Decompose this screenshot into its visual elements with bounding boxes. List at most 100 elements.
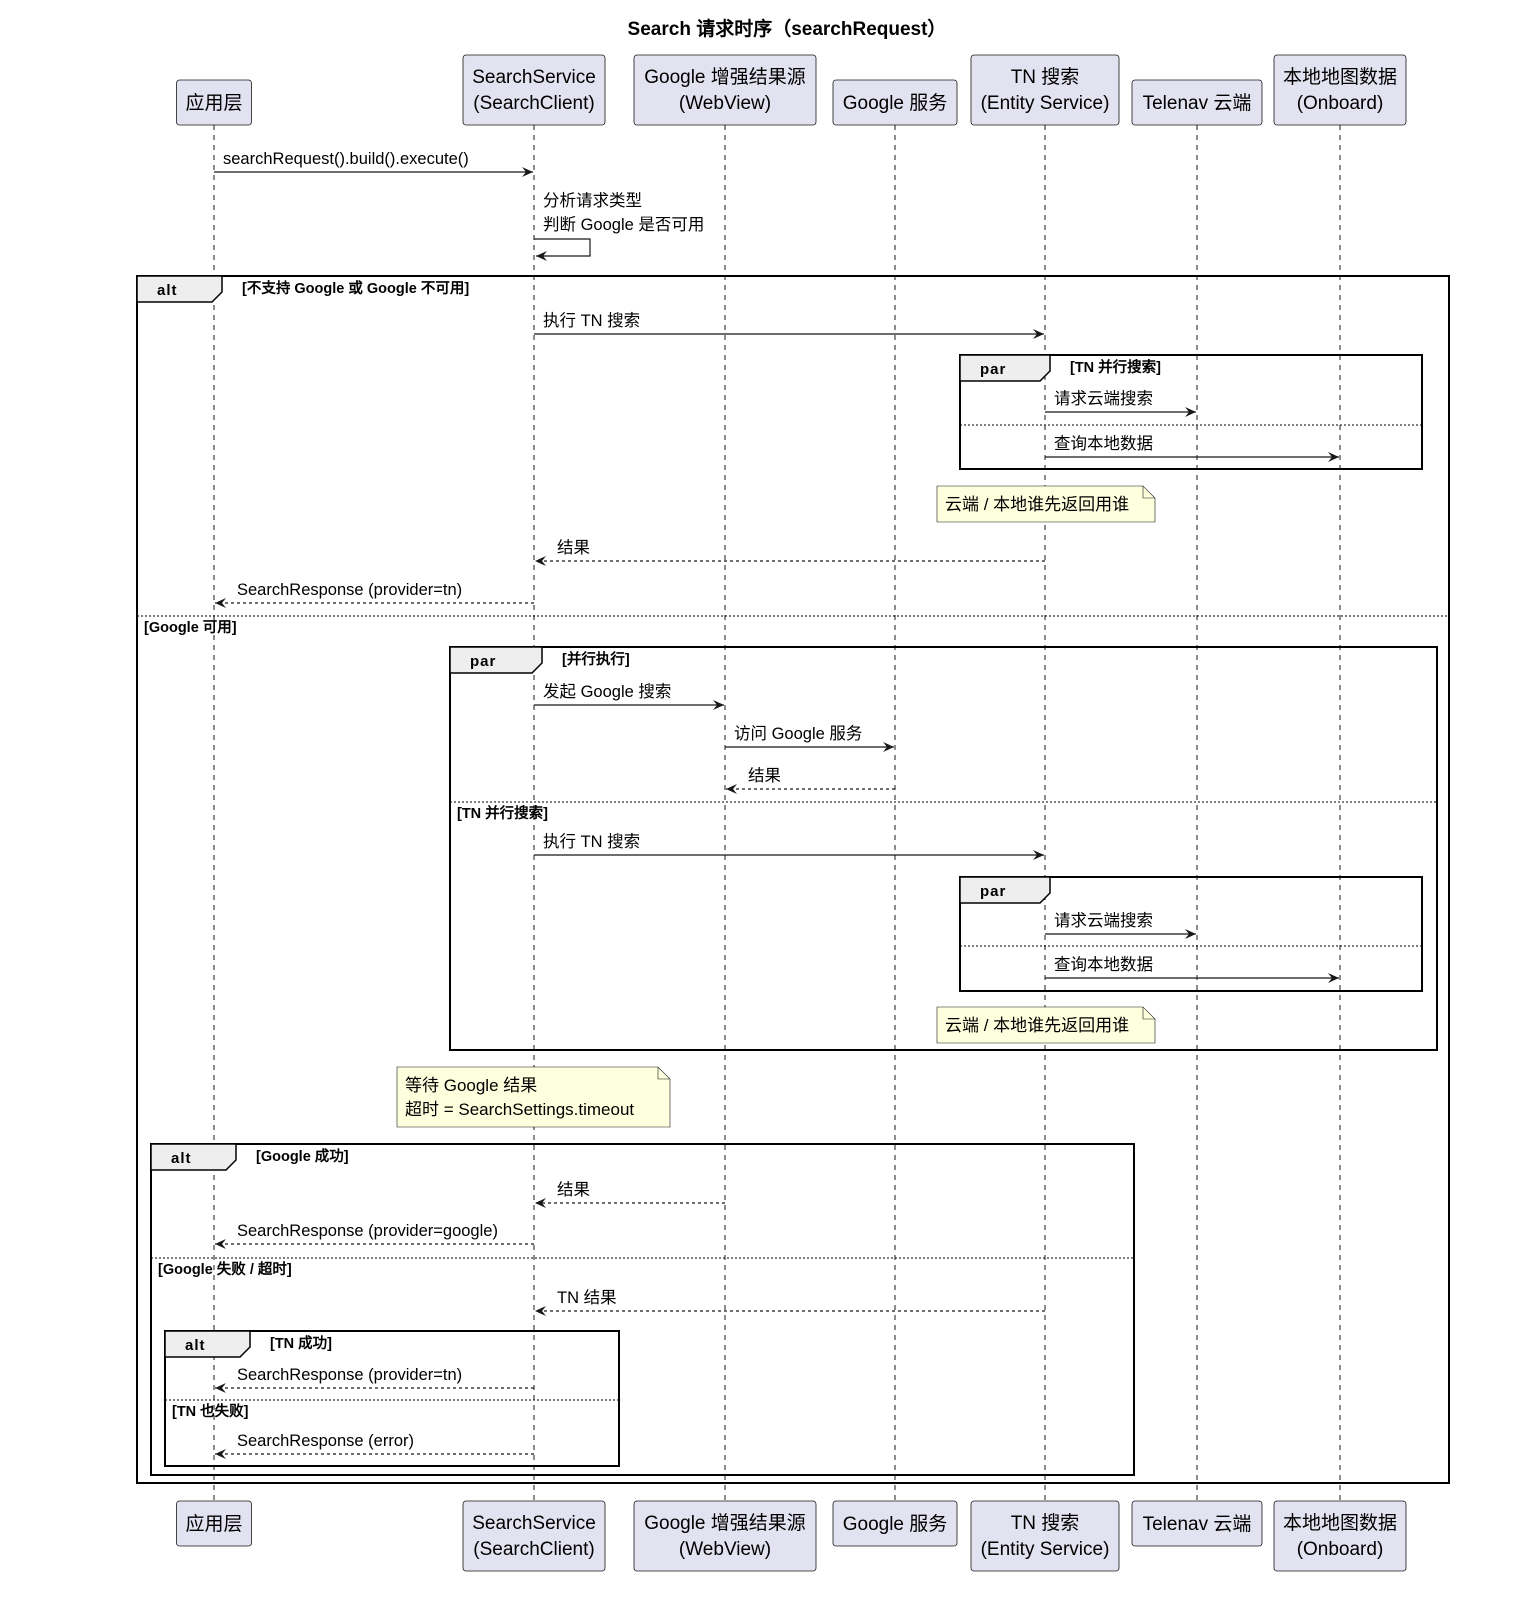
note-body [936,485,1156,523]
fragment-guard: [不支持 Google 或 Google 不可用] [242,279,469,297]
participant-label: TN 搜索 [1011,1512,1080,1534]
participant-label: (SearchClient) [473,93,594,114]
participant-box [1273,54,1407,126]
participant-label: Telenav 云端 [1143,1513,1252,1535]
message-ss-to-app: SearchResponse (provider=google) [215,1222,534,1249]
message-label: 判断 Google 是否可用 [543,215,704,234]
fragment-else-guard: [TN 也失败] [172,1402,249,1420]
fragment-tab [136,275,223,303]
participant-label: SearchService [472,67,596,88]
message-gs-to-gw: 结果 [726,766,895,794]
fragment-frame [449,646,1438,1051]
message-ss-to-tn: 执行 TN 搜索 [534,311,1044,339]
message-tn-to-ss: TN 结果 [535,1288,1045,1316]
participant-box [1131,79,1263,126]
participant-box [970,54,1120,126]
message-ss-to-app: SearchResponse (provider=tn) [215,1366,534,1393]
participant-label: SearchService [472,1513,596,1534]
fragment-keyword: alt [157,282,178,299]
participant-label: 应用层 [185,1513,242,1535]
participant-label: Google 服务 [843,1513,948,1535]
fragment-keyword: alt [171,1150,192,1167]
message-tn-to-cloud: 请求云端搜索 [1045,389,1196,417]
participant-ss-bottom: SearchService (SearchClient) [462,1500,606,1572]
fragment-frame [150,1143,1135,1476]
fragment-keyword: par [980,361,1006,378]
message-label: 分析请求类型 [543,191,642,210]
fragment-else-guard: [TN 并行搜索] [457,804,548,822]
participants-top: 应用层 SearchService (SearchClient) Google 增强结… [176,54,1407,126]
participant-label: (Entity Service) [981,1539,1110,1560]
participant-label: (SearchClient) [473,1539,594,1560]
message-label: searchRequest().build().execute() [223,150,469,168]
fragment-alt: alt[Google 成功][Google 失败 / 超时] [150,1143,1135,1476]
participant-label: 应用层 [185,92,242,114]
fragment-guard: [TN 成功] [270,1334,332,1352]
message-arrow [534,238,591,261]
fragment-guard: [并行执行] [562,650,630,668]
fragment-guard: [Google 成功] [256,1147,349,1165]
diagram-title: Search 请求时序（searchRequest） [628,17,947,40]
participant-label: Google 增强结果源 [644,66,806,88]
participant-local-top: 本地地图数据(Onboard) [1273,54,1407,126]
message-label: SearchResponse (provider=tn) [237,1366,462,1384]
message-label: 结果 [557,1180,590,1199]
message-label: SearchResponse (error) [237,1432,414,1450]
note-fold [1142,1007,1155,1020]
message-tn-to-local: 查询本地数据 [1045,434,1339,462]
message-label: 执行 TN 搜索 [543,311,640,330]
participant-box [1273,1500,1407,1572]
note-body [936,1006,1156,1044]
fragment-par: par [TN 并行搜索] [959,354,1423,470]
participant-label: 本地地图数据 [1283,1512,1397,1534]
participant-box [1131,1500,1263,1547]
message-label: 执行 TN 搜索 [543,832,640,851]
message-label: 请求云端搜索 [1054,389,1153,408]
participant-box [633,54,817,126]
fragment-par: par [959,876,1423,992]
note-text: 云端 / 本地谁先返回用谁 [945,495,1129,514]
note-text: 超时 = SearchSettings.timeout [405,1100,634,1119]
fragment-frame [959,876,1423,992]
fragment-tab [150,1143,237,1171]
lifelines [213,125,1341,1501]
fragment-else-guard: [Google 可用] [144,619,237,636]
fragment-tab [164,1330,251,1358]
note-text: 云端 / 本地谁先返回用谁 [945,1016,1129,1035]
participant-label: (WebView) [679,1539,771,1560]
message-tn-to-local: 查询本地数据 [1045,955,1339,983]
participant-gs-top: Google 服务 [832,79,958,126]
message-app-to-ss: searchRequest().build().execute() [214,150,533,177]
note-fold [657,1067,670,1080]
message-gw-to-ss: 结果 [535,1180,725,1208]
message-label: SearchResponse (provider=google) [237,1222,498,1240]
fragment-tab [449,646,543,674]
message-label: 结果 [748,766,781,785]
participant-ss-top: SearchService (SearchClient) [462,54,606,126]
participant-app-top: 应用层 [176,79,252,126]
participant-cloud-bottom: Telenav 云端 [1131,1500,1263,1547]
participant-gw-top: Google 增强结果源(WebView) [633,54,817,126]
participant-tn-bottom: TN 搜索 (Entity Service) [970,1500,1120,1572]
message-label: TN 结果 [557,1288,617,1307]
participant-box [176,1500,252,1547]
participant-label: Telenav 云端 [1143,92,1252,114]
participant-box [970,1500,1120,1572]
message-ss-to-gw: 发起 Google 搜索 [534,682,724,710]
message-label: 查询本地数据 [1054,434,1153,453]
participant-box [176,79,252,126]
message-label: 查询本地数据 [1054,955,1153,974]
participant-box [462,1500,606,1572]
participant-label: (Entity Service) [981,93,1110,114]
message-label: 发起 Google 搜索 [543,682,671,701]
participant-label: Google 增强结果源 [644,1512,806,1534]
messages: searchRequest().build().execute() 分析请求类型判… [214,150,1339,1459]
message-gw-to-gs: 访问 Google 服务 [725,724,894,752]
note: 云端 / 本地谁先返回用谁 [936,1006,1156,1044]
note: 云端 / 本地谁先返回用谁 [936,485,1156,523]
fragment-frame [164,1330,620,1467]
fragment-guard: [TN 并行搜索] [1070,358,1161,376]
